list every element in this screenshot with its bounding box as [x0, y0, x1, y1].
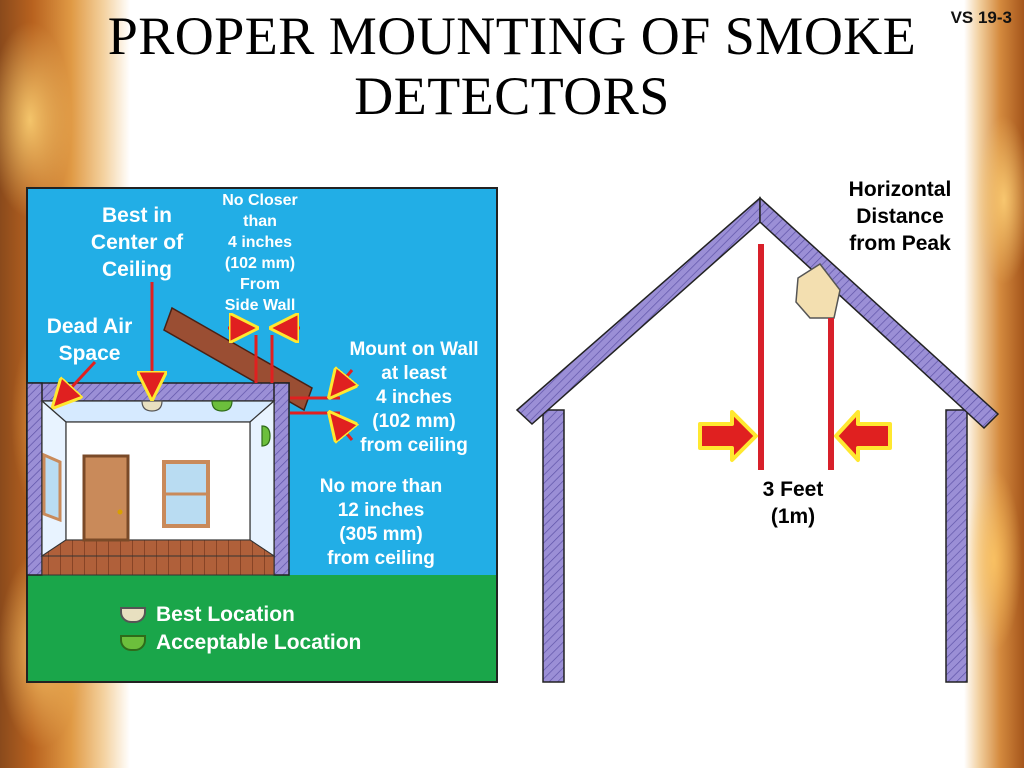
label-no-more-than: No more than 12 inches (305 mm) from cei… — [319, 476, 443, 569]
flame-border-right — [964, 0, 1024, 768]
peak-right-wall — [945, 409, 968, 683]
acceptable-detector-wall — [261, 425, 271, 447]
arrow-mount-wall — [334, 370, 352, 392]
label-best-center: Best in Center of Ceiling — [90, 204, 184, 281]
door — [82, 454, 130, 542]
acceptable-detector-ceiling — [211, 400, 233, 412]
ground — [28, 575, 496, 681]
right-wall — [273, 382, 290, 576]
side-window — [42, 452, 62, 523]
floor — [40, 539, 276, 557]
house — [26, 382, 290, 576]
legend-acceptable-swatch — [120, 635, 146, 651]
label-dead-air-space: Dead Air Space — [46, 315, 133, 365]
arrow-right-big — [698, 410, 758, 462]
slide-id: VS 19-3 — [950, 8, 1012, 27]
left-panel — [26, 187, 498, 683]
label-three-feet: 3 Feet (1m) — [762, 478, 824, 528]
right-panel — [515, 196, 1000, 683]
floor-front — [41, 555, 275, 576]
peak-left-wall — [542, 409, 565, 683]
door-knob — [117, 509, 123, 515]
legend-acceptable-location: Acceptable Location — [120, 631, 361, 655]
legend-best-label: Best Location — [156, 603, 295, 626]
best-detector-center — [141, 400, 163, 412]
label-mount-on-wall: Mount on Wall at least 4 inches (102 mm)… — [349, 339, 479, 456]
label-horizontal-distance: Horizontal Distance from Peak — [848, 178, 952, 255]
arrow-ceiling-wall — [334, 418, 352, 440]
legend-best-location: Best Location — [120, 603, 295, 627]
left-wall — [26, 382, 43, 576]
label-no-closer: No Closer than 4 inches (102 mm) From Si… — [222, 192, 298, 314]
legend-acceptable-label: Acceptable Location — [156, 631, 362, 654]
arrow-left-big — [834, 410, 892, 462]
legend-best-swatch — [120, 607, 146, 623]
slide-title: PROPER MOUNTING OF SMOKE DETECTORS — [107, 6, 917, 126]
room-right-wall — [249, 399, 275, 558]
peak-roof-left — [515, 196, 761, 426]
peak-roof-right — [759, 196, 1000, 430]
arrow-dead-air — [58, 360, 97, 402]
